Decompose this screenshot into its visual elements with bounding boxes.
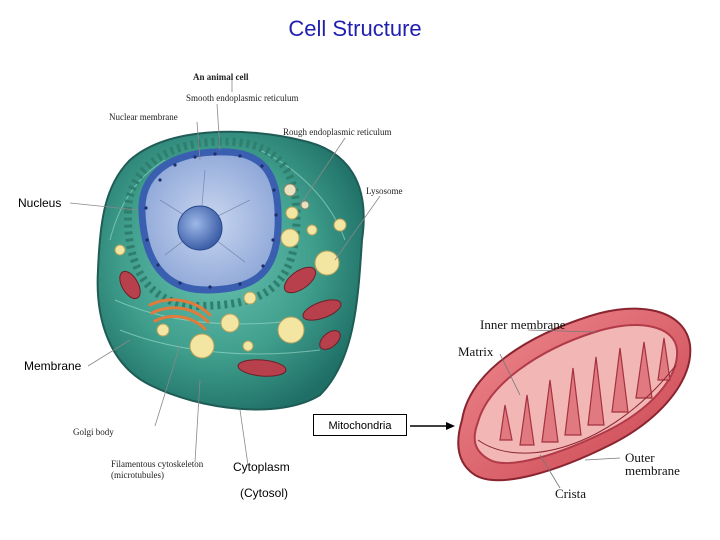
animal-cell-illustration: [96, 130, 365, 411]
mito-leader-lines: [499, 329, 621, 489]
lysosome-label: Lysosome: [366, 186, 403, 196]
smooth-er-label: Smooth endoplasmic reticulum: [186, 93, 299, 103]
outer-membrane-label-line2: membrane: [625, 463, 680, 478]
crista-label: Crista: [555, 486, 587, 501]
nucleolus: [177, 205, 223, 251]
matrix-label: Matrix: [458, 344, 494, 359]
cytoplasm-label: Cytoplasm: [233, 460, 290, 474]
nucleus-label: Nucleus: [18, 196, 62, 210]
inner-membrane-label: Inner membrane: [480, 317, 566, 332]
rough-er-label: Rough endoplasmic reticulum: [283, 127, 392, 137]
animal-cell-heading: An animal cell: [193, 72, 249, 82]
nuclear-membrane-label: Nuclear membrane: [109, 112, 178, 122]
mitochondrion-illustration: [457, 307, 692, 482]
cytoskeleton-label-line1: Filamentous cytoskeleton: [111, 459, 204, 469]
cytosol-label: (Cytosol): [240, 486, 289, 500]
cytoskeleton-label-line2: (microtubules): [111, 470, 164, 480]
vesicles: [114, 206, 347, 359]
golgi-body: [148, 298, 212, 331]
membrane-label: Membrane: [24, 359, 82, 373]
cell-mitochondria: [119, 266, 342, 377]
golgi-body-label: Golgi body: [73, 427, 114, 437]
page-title: Cell Structure: [288, 16, 422, 41]
mitochondria-arrow: [410, 422, 455, 430]
mitochondria-label: Mitochondria: [313, 414, 407, 436]
outer-membrane-label-line1: Outer: [625, 450, 655, 465]
cell-leader-lines: [69, 78, 381, 466]
rough-er: [123, 137, 301, 311]
